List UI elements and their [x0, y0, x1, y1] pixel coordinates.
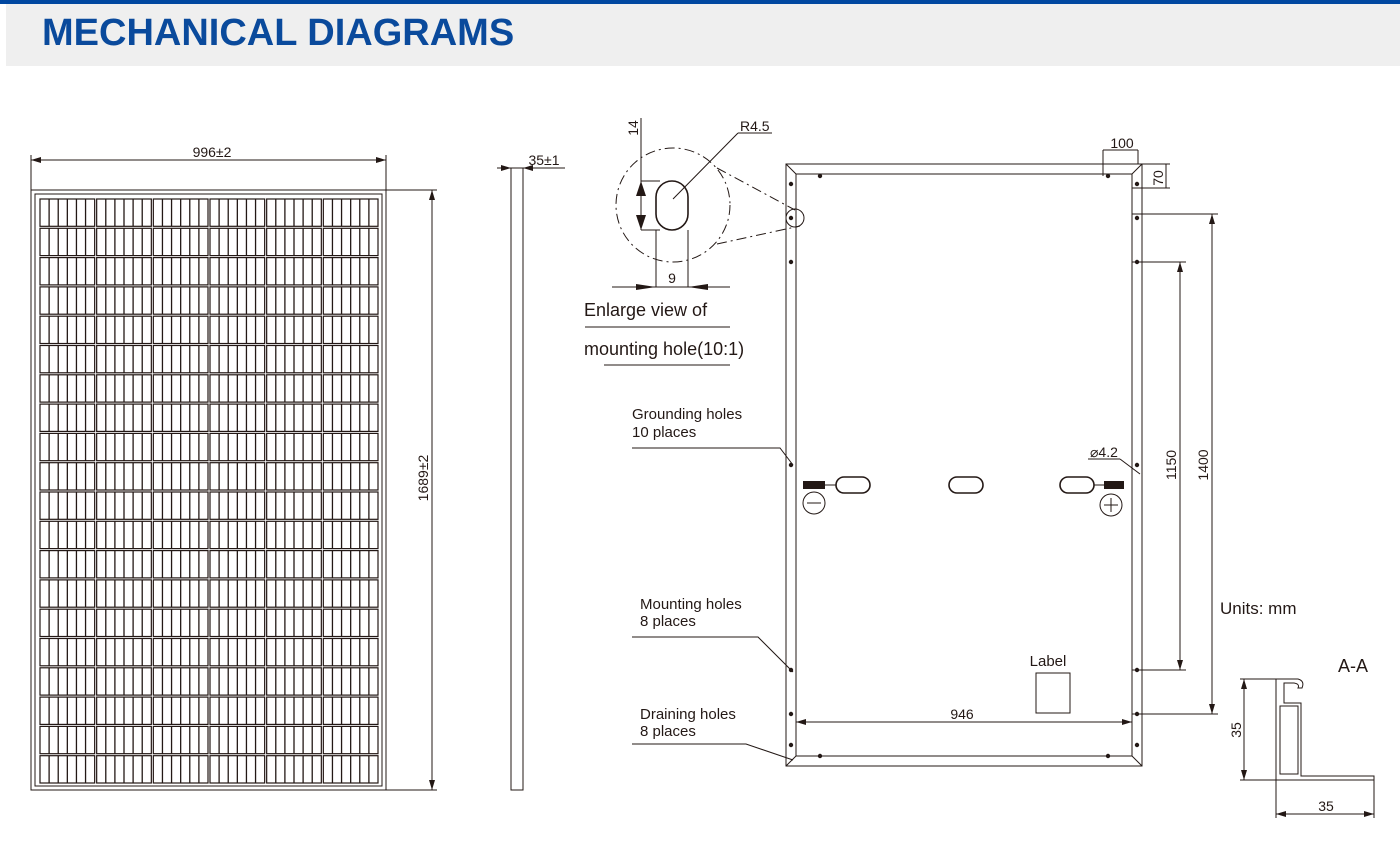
frame-hole: [788, 259, 794, 265]
back-frame-inner: [795, 173, 1133, 757]
grounding-holes-label: Grounding holes: [632, 406, 742, 423]
frame-hole: [1134, 181, 1140, 187]
hole-height-label: 14: [625, 120, 641, 136]
draining-holes-label: Draining holes: [640, 706, 736, 723]
minus-icon: [802, 491, 826, 515]
frame-profile: [1275, 678, 1375, 781]
detail-marker: [785, 208, 805, 228]
section-height-label: 35: [1228, 722, 1244, 738]
frame-hole: [817, 753, 823, 759]
hole-width-label: 9: [668, 270, 676, 286]
side-view: 35±1: [497, 152, 565, 791]
mounting-holes-count: 8 places: [640, 613, 696, 630]
side-frame: [510, 167, 524, 791]
label-caption: Label: [1030, 653, 1067, 670]
frame-hole: [788, 181, 794, 187]
front-frame-outer: [30, 189, 387, 791]
dim-1150-label: 1150: [1163, 450, 1179, 480]
junction-box-center: [948, 476, 984, 494]
dim-1400-label: 1400: [1195, 449, 1211, 480]
frame-holes: [788, 173, 1140, 759]
section-title: A-A: [1338, 656, 1368, 676]
height-dimension-label: 1689±2: [415, 454, 431, 501]
frame-hole: [1105, 173, 1111, 179]
plus-icon: [1099, 493, 1123, 517]
frame-hole: [1134, 462, 1140, 468]
frame-hole: [817, 173, 823, 179]
frame-hole: [788, 742, 794, 748]
junction-box-right: [1059, 476, 1095, 494]
frame-hole: [1134, 742, 1140, 748]
back-frame-outer: [785, 163, 1143, 767]
frame-profile-inner: [1279, 705, 1299, 775]
enlarged-hole-view: 14 9 R4.5 Enlarge view of mounting hole(…: [584, 118, 805, 366]
grounding-holes-count: 10 places: [632, 424, 696, 441]
width-dimension-label: 996±2: [193, 144, 232, 160]
connector-positive: [1104, 481, 1124, 489]
label-plate: [1035, 672, 1071, 714]
header-band: [6, 4, 1400, 66]
section-a-a: A-A 35 35: [1228, 656, 1375, 818]
page-title: MECHANICAL DIAGRAMS: [42, 12, 515, 54]
thickness-dimension-label: 35±1: [528, 152, 559, 168]
frame-hole: [1105, 753, 1111, 759]
dim-70-label: 70: [1150, 170, 1166, 186]
units-label: Units: mm: [1220, 599, 1297, 618]
radius-label: R4.5: [740, 118, 770, 134]
section-width-label: 35: [1318, 798, 1334, 814]
enlarge-circle: [615, 147, 731, 263]
enlarge-caption-line2: mounting hole(10:1): [584, 339, 744, 359]
enlarge-caption-line1: Enlarge view of: [584, 300, 708, 320]
mounting-holes-label: Mounting holes: [640, 596, 742, 613]
draining-holes-count: 8 places: [640, 723, 696, 740]
front-frame-inner: [34, 193, 383, 787]
frame-hole: [788, 215, 794, 221]
junction-box-left: [835, 476, 871, 494]
frame-hole: [1134, 215, 1140, 221]
back-view: 100 70 1400 1150 946 ⌀4.2 Grounding hole…: [632, 135, 1297, 767]
connector-negative: [803, 481, 825, 489]
cell-grid: [39, 198, 379, 784]
frame-hole: [788, 711, 794, 717]
front-view: 996±2 1689±2: [30, 144, 437, 791]
dim-100-label: 100: [1110, 135, 1134, 151]
grounding-hole-diameter: ⌀4.2: [1090, 444, 1118, 460]
dim-946-label: 946: [950, 706, 974, 722]
header-accent-bar: [0, 0, 1400, 4]
mounting-hole-slot: [655, 180, 689, 231]
